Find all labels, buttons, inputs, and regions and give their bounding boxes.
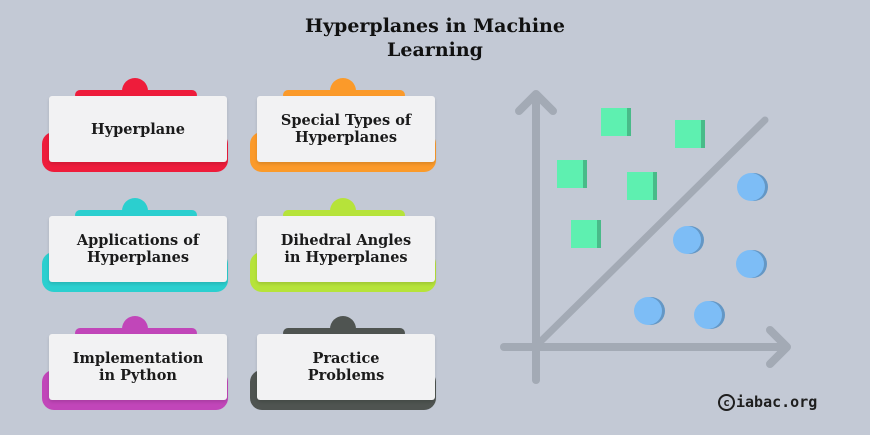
copyright-text: iabac.org [736,393,818,411]
card-label: Special Types of Hyperplanes [280,112,412,146]
square-point [627,172,657,200]
square-point [571,220,601,248]
card-hyperplane: Hyperplane [42,78,231,172]
card-paper: Dihedral Angles in Hyperplanes [257,216,435,282]
circle-point [736,250,767,278]
circle-point [634,297,665,325]
square-point [601,108,631,136]
page-title: Hyperplanes in Machine Learning [270,14,600,62]
card-implementation: Implementation in Python [42,316,231,410]
card-paper: Hyperplane [49,96,227,162]
card-paper: Special Types of Hyperplanes [257,96,435,162]
card-label: Applications of Hyperplanes [76,232,200,266]
card-label: Dihedral Angles in Hyperplanes [280,232,412,266]
class-a-points [557,108,705,248]
card-label: Practice Problems [307,350,385,384]
card-special-types: Special Types of Hyperplanes [250,78,439,172]
square-point [675,120,705,148]
circle-point [673,226,704,254]
title-line-1: Hyperplanes in Machine [305,15,565,37]
card-dihedral-angles: Dihedral Angles in Hyperplanes [250,198,439,292]
circle-point [737,173,768,201]
card-paper: Applications of Hyperplanes [49,216,227,282]
card-label: Implementation in Python [72,350,204,384]
card-paper: Implementation in Python [49,334,227,400]
x-axis-arrowhead [766,326,791,368]
axes [500,90,791,384]
square-point [557,160,587,188]
card-applications: Applications of Hyperplanes [42,198,231,292]
circle-point [694,301,725,329]
copyright-icon: c [718,393,735,411]
copyright-mark: c iabac.org [718,393,817,411]
title-line-2: Learning [387,39,483,61]
card-paper: Practice Problems [257,334,435,400]
class-b-points [634,173,768,329]
hyperplane-line [536,116,769,346]
card-practice-problems: Practice Problems [250,316,439,410]
hyperplane-diagram [500,90,791,384]
card-label: Hyperplane [91,120,185,138]
y-axis-arrowhead [515,90,557,115]
